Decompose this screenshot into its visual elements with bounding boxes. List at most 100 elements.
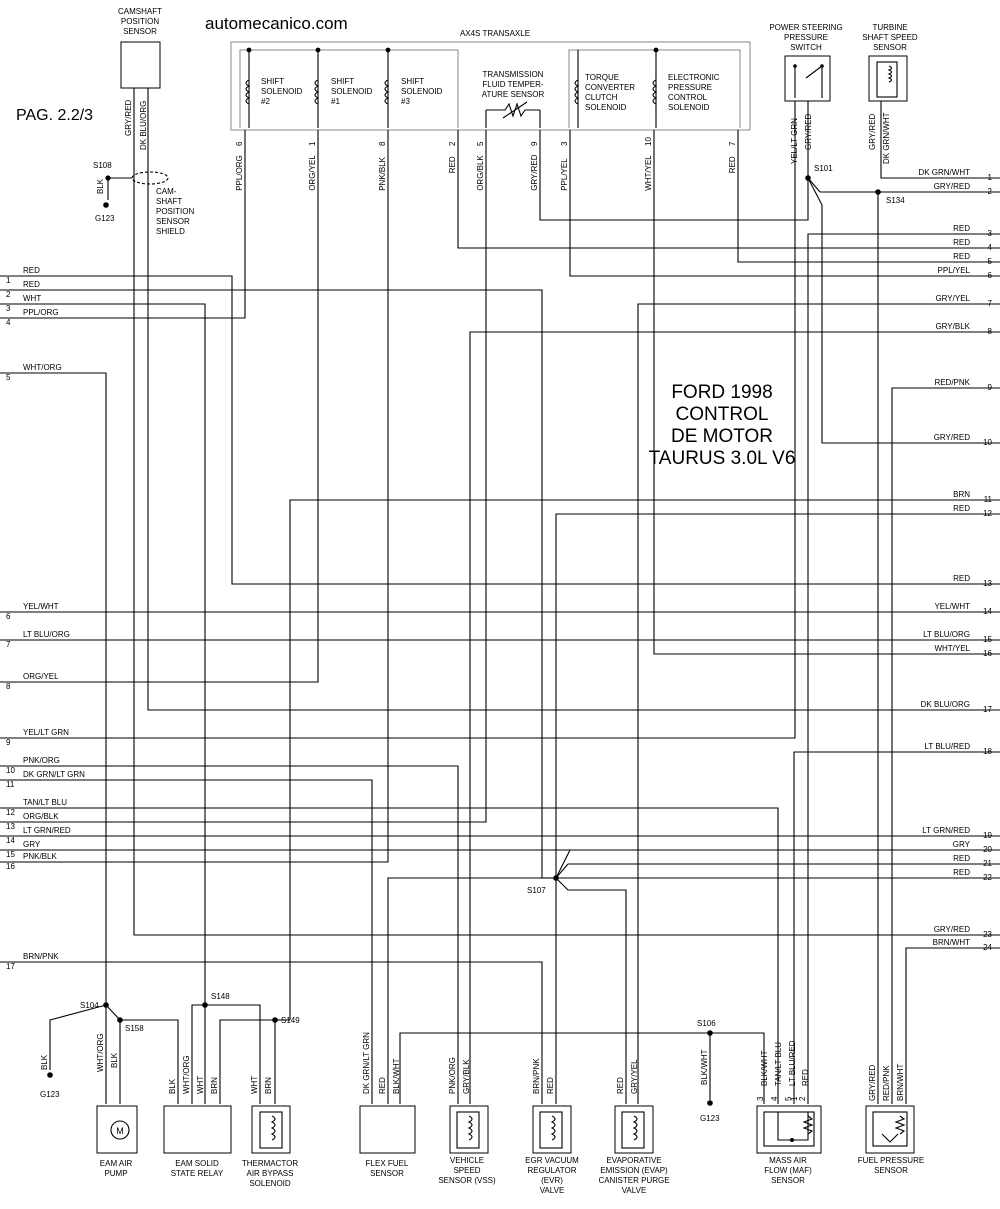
s149-splice: [272, 1017, 278, 1023]
relay-wire-b-label: WHT/ORG: [182, 1055, 191, 1094]
left-wire-color: BRN/PNK: [23, 952, 59, 961]
transaxle-pin-number: 8: [378, 141, 387, 146]
shift-group-box: [239, 49, 459, 128]
therm-wire-a-label: WHT: [250, 1076, 259, 1094]
s134-splice: [875, 189, 881, 195]
right-wire-color: GRY/RED: [934, 182, 971, 191]
fps-label-2: SENSOR: [874, 1166, 908, 1175]
fps-wire-c-label: BRN/WHT: [896, 1064, 905, 1101]
transaxle-pin-wire-color: ORG/YEL: [308, 155, 317, 191]
shift1-splice: [315, 47, 321, 53]
right-wire-color: GRY/RED: [934, 433, 971, 442]
right-wire-color: BRN/WHT: [933, 938, 970, 947]
left-wire-color: YEL/WHT: [23, 602, 59, 611]
eam-pump-box: [96, 1105, 138, 1154]
cam-sensor-label-2: POSITION: [121, 17, 159, 26]
bottom-wire-labels: BLK WHT/ORG BLK BLK WHT/ORG WHT BRN WHT …: [40, 1032, 905, 1101]
fps-box: [865, 1105, 915, 1154]
tss-label-1: TURBINE: [872, 23, 907, 32]
solenoid-coils: [245, 79, 658, 105]
right-wire-color: PPL/YEL: [938, 266, 971, 275]
right-wire-color: DK BLU/ORG: [921, 700, 970, 709]
eam-solid-state-relay: EAM SOLID STATE RELAY: [163, 1105, 232, 1178]
transaxle-pin-number: 10: [644, 137, 653, 146]
left-wire-color: TAN/LT BLU: [23, 798, 67, 807]
egr-vacuum-regulator-valve: EGR VACUUM REGULATOR (EVR) VALVE: [525, 1105, 579, 1195]
title-line-1: FORD 1998: [671, 382, 772, 403]
cam-wire-a-label: GRY/RED: [124, 99, 133, 136]
left-pin-number: 14: [6, 836, 15, 845]
transaxle-pin-wire-color: RED: [448, 156, 457, 173]
tss-box: [868, 55, 908, 102]
tcc-label-1: TORQUE: [585, 73, 619, 82]
tss-label-3: SENSOR: [873, 43, 907, 52]
right-wire-color: YEL/WHT: [934, 602, 970, 611]
right-wire-color: RED/PNK: [934, 378, 970, 387]
shift1-label-1: SHIFT: [331, 77, 354, 86]
left-wire-color: YEL/LT GRN: [23, 728, 69, 737]
g123-ground-dot: [103, 202, 109, 208]
fuel-pressure-sensor: FUEL PRESSURE SENSOR: [858, 1105, 924, 1175]
s134-label: S134: [886, 196, 905, 205]
right-wire-color: GRY: [953, 840, 971, 849]
transaxle-pin-wire-color: RED: [728, 156, 737, 173]
thermactor-label-3: SOLENOID: [249, 1179, 291, 1188]
cam-sensor-label-3: SENSOR: [123, 27, 157, 36]
s108-label: S108: [93, 161, 112, 170]
eam-air-pump: M EAM AIR PUMP: [96, 1105, 138, 1178]
left-pin-number: 7: [6, 640, 11, 649]
left-wire-color: WHT: [23, 294, 41, 303]
shield-label-2: SHAFT: [156, 197, 182, 206]
flex-fuel-box: [359, 1105, 416, 1154]
shift3-label-1: SHIFT: [401, 77, 424, 86]
s106-wire-label: BLK/WHT: [700, 1049, 709, 1085]
transaxle-pin-wire-color: PPL/YEL: [560, 158, 569, 191]
s107-splice: [553, 875, 559, 881]
shift2-coil: [245, 79, 251, 105]
left-pin-number: 4: [6, 318, 11, 327]
right-wire-color: RED: [953, 224, 970, 233]
transaxle-pin-wire-color: PPL/ORG: [235, 155, 244, 191]
page-number: PAG. 2.2/3: [16, 107, 93, 124]
therm-wire-b-label: BRN: [264, 1077, 273, 1094]
shield-label-1: CAM-: [156, 187, 177, 196]
left-wire-color: DK GRN/LT GRN: [23, 770, 85, 779]
epc-label-3: CONTROL: [668, 93, 708, 102]
eam-relay-label-2: STATE RELAY: [171, 1169, 224, 1178]
tss-wire-a-label: GRY/RED: [868, 113, 877, 150]
transaxle-pin-wire-color: ORG/BLK: [476, 155, 485, 191]
evap-wire-a-label: RED: [616, 1077, 625, 1094]
flex-wire-b-label: RED: [378, 1077, 387, 1094]
s101-label: S101: [814, 164, 833, 173]
left-pin-number: 10: [6, 766, 15, 775]
tfts-label-3: ATURE SENSOR: [482, 90, 545, 99]
evr-wire-b-label: RED: [546, 1077, 555, 1094]
vss-box: [449, 1105, 489, 1154]
left-pin-number: 11: [6, 780, 15, 789]
camshaft-position-sensor: CAMSHAFT POSITION SENSOR: [118, 7, 162, 89]
eam-pump-label-2: PUMP: [104, 1169, 127, 1178]
power-steering-pressure-switch: POWER STEERING PRESSURE SWITCH: [769, 23, 843, 102]
ps-label-2: PRESSURE: [784, 33, 828, 42]
maf-pin-a: 3: [756, 1096, 765, 1101]
shift3-label-2: SOLENOID: [401, 87, 443, 96]
left-wire-color: PPL/ORG: [23, 308, 59, 317]
right-wire-color: LT BLU/ORG: [923, 630, 970, 639]
shift2-splice: [246, 47, 252, 53]
g123-label-left: G123: [40, 1090, 60, 1099]
left-pin-number: 8: [6, 682, 11, 691]
tss-wire-b-label: DK GRN/WHT: [882, 112, 891, 164]
transaxle-pin-labels: 6PPL/ORG1ORG/YEL8PNK/BLK2RED5ORG/BLK9GRY…: [235, 137, 737, 191]
transaxle-label: AX4S TRANSAXLE: [460, 29, 530, 38]
ps-label-1: POWER STEERING: [769, 23, 842, 32]
left-wire-color: LT GRN/RED: [23, 826, 71, 835]
tfts-label-2: FLUID TEMPER-: [482, 80, 544, 89]
vss-wire-b-label: GRY/BLK: [462, 1059, 471, 1094]
left-pin-number: 15: [6, 850, 15, 859]
ps-switch-box: [784, 55, 831, 102]
shield-label-3: POSITION: [156, 207, 194, 216]
tcc-label-2: CONVERTER: [585, 83, 635, 92]
pump-wire-a-label: WHT/ORG: [96, 1033, 105, 1072]
transaxle-box: [230, 41, 751, 131]
